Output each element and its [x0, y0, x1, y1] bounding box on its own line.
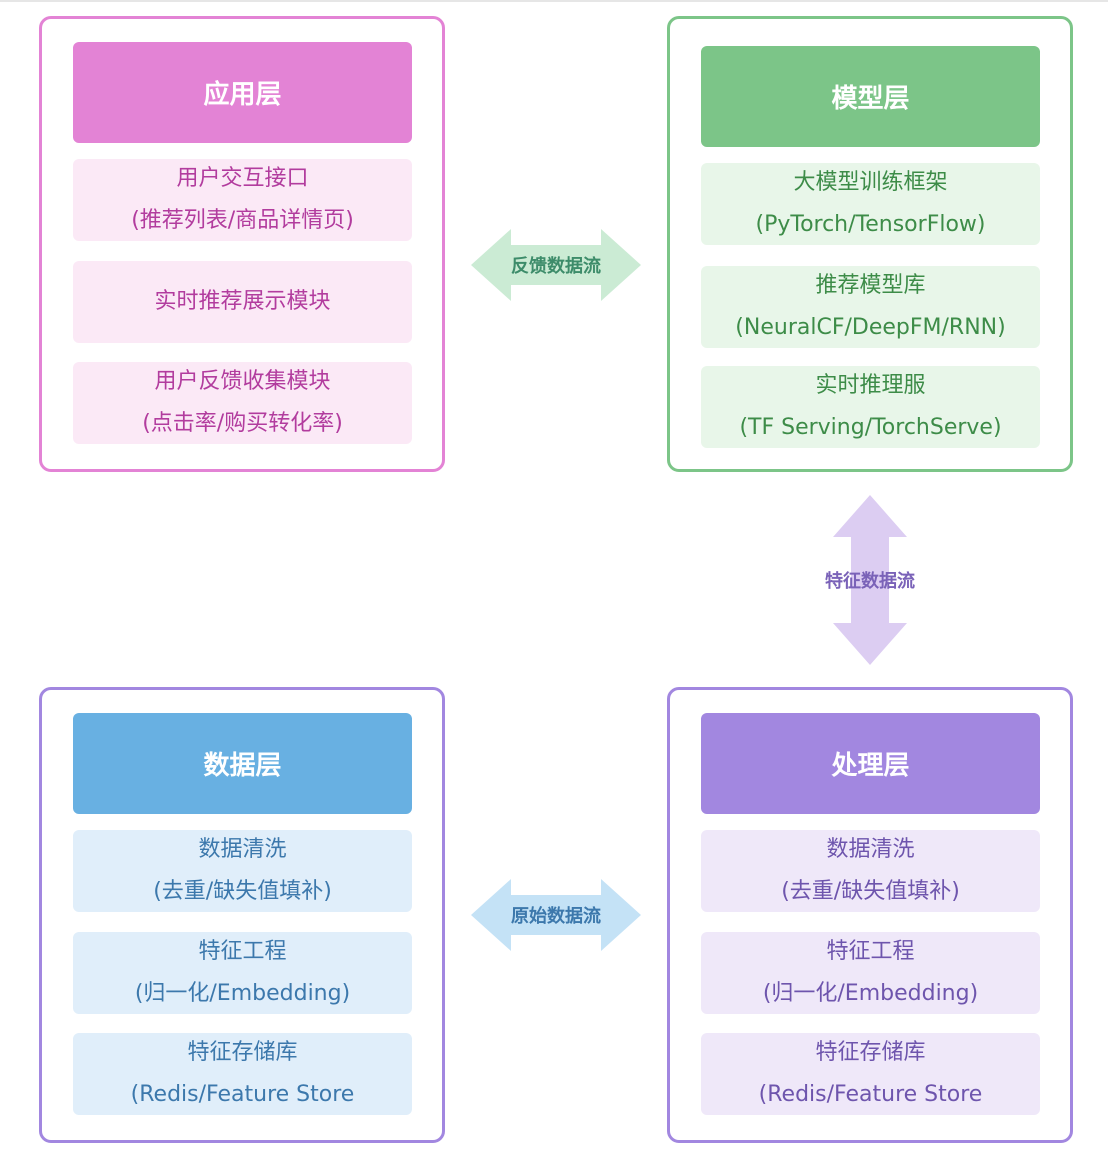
- processing-layer-item: 特征工程 (归一化/Embedding): [701, 932, 1040, 1014]
- processing-layer-title: 处理层: [701, 713, 1040, 814]
- item-line1: 特征工程: [826, 939, 915, 964]
- processing-layer-item: 特征存储库 (Redis/Feature Store: [701, 1033, 1040, 1115]
- item-line1: 实时推理服: [815, 373, 926, 398]
- raw-flow-arrow: [471, 879, 641, 951]
- item-line2: (TF Serving/TorchServe): [739, 415, 1002, 440]
- model-layer-item: 大模型训练框架 (PyTorch/TensorFlow): [701, 163, 1040, 245]
- feature-flow-arrow: [833, 495, 907, 665]
- item-line2: (归一化/Embedding): [134, 981, 351, 1006]
- application-layer-item: 实时推荐展示模块: [73, 261, 412, 343]
- model-layer-item: 实时推理服 (TF Serving/TorchServe): [701, 366, 1040, 448]
- top-divider: [0, 0, 1108, 2]
- item-line2: (归一化/Embedding): [762, 981, 979, 1006]
- data-layer-item: 数据清洗 (去重/缺失值填补): [73, 830, 412, 912]
- feature-flow-label: 特征数据流: [825, 571, 915, 592]
- model-layer-title: 模型层: [701, 46, 1040, 147]
- data-layer-item: 特征存储库 (Redis/Feature Store: [73, 1033, 412, 1115]
- item-line1: 用户交互接口: [176, 166, 309, 191]
- item-line1: 推荐模型库: [815, 273, 926, 298]
- item-line2: (去重/缺失值填补): [153, 879, 332, 904]
- item-line1: 特征存储库: [187, 1040, 298, 1065]
- data-layer-item: 特征工程 (归一化/Embedding): [73, 932, 412, 1014]
- application-layer-title: 应用层: [73, 42, 412, 143]
- application-layer-item: 用户交互接口 (推荐列表/商品详情页): [73, 159, 412, 241]
- item-line2: (PyTorch/TensorFlow): [755, 212, 986, 237]
- item-line1: 数据清洗: [826, 837, 915, 862]
- processing-layer-panel: 处理层 数据清洗 (去重/缺失值填补) 特征工程 (归一化/Embedding)…: [667, 687, 1073, 1143]
- item-line1: 用户反馈收集模块: [154, 369, 331, 394]
- item-line2: (NeuralCF/DeepFM/RNN): [735, 315, 1006, 340]
- item-line1: 数据清洗: [198, 837, 287, 862]
- item-line1: 特征工程: [198, 939, 287, 964]
- processing-layer-item: 数据清洗 (去重/缺失值填补): [701, 830, 1040, 912]
- feedback-flow-arrow: [471, 229, 641, 301]
- item-line2: (推荐列表/商品详情页): [131, 208, 354, 233]
- application-layer-item: 用户反馈收集模块 (点击率/购买转化率): [73, 362, 412, 444]
- model-layer-panel: 模型层 大模型训练框架 (PyTorch/TensorFlow) 推荐模型库 (…: [667, 16, 1073, 472]
- item-line1: 实时推荐展示模块: [154, 289, 331, 314]
- data-layer-title: 数据层: [73, 713, 412, 814]
- model-layer-item: 推荐模型库 (NeuralCF/DeepFM/RNN): [701, 266, 1040, 348]
- item-line1: 特征存储库: [815, 1040, 926, 1065]
- item-line1: 大模型训练框架: [793, 170, 948, 195]
- item-line2: (点击率/购买转化率): [142, 411, 343, 436]
- item-line2: (去重/缺失值填补): [781, 879, 960, 904]
- item-line2: (Redis/Feature Store: [130, 1082, 355, 1107]
- raw-flow-label: 原始数据流: [511, 906, 601, 927]
- feedback-flow-label: 反馈数据流: [511, 256, 601, 277]
- application-layer-panel: 应用层 用户交互接口 (推荐列表/商品详情页) 实时推荐展示模块 用户反馈收集模…: [39, 16, 445, 472]
- data-layer-panel: 数据层 数据清洗 (去重/缺失值填补) 特征工程 (归一化/Embedding)…: [39, 687, 445, 1143]
- item-line2: (Redis/Feature Store: [758, 1082, 983, 1107]
